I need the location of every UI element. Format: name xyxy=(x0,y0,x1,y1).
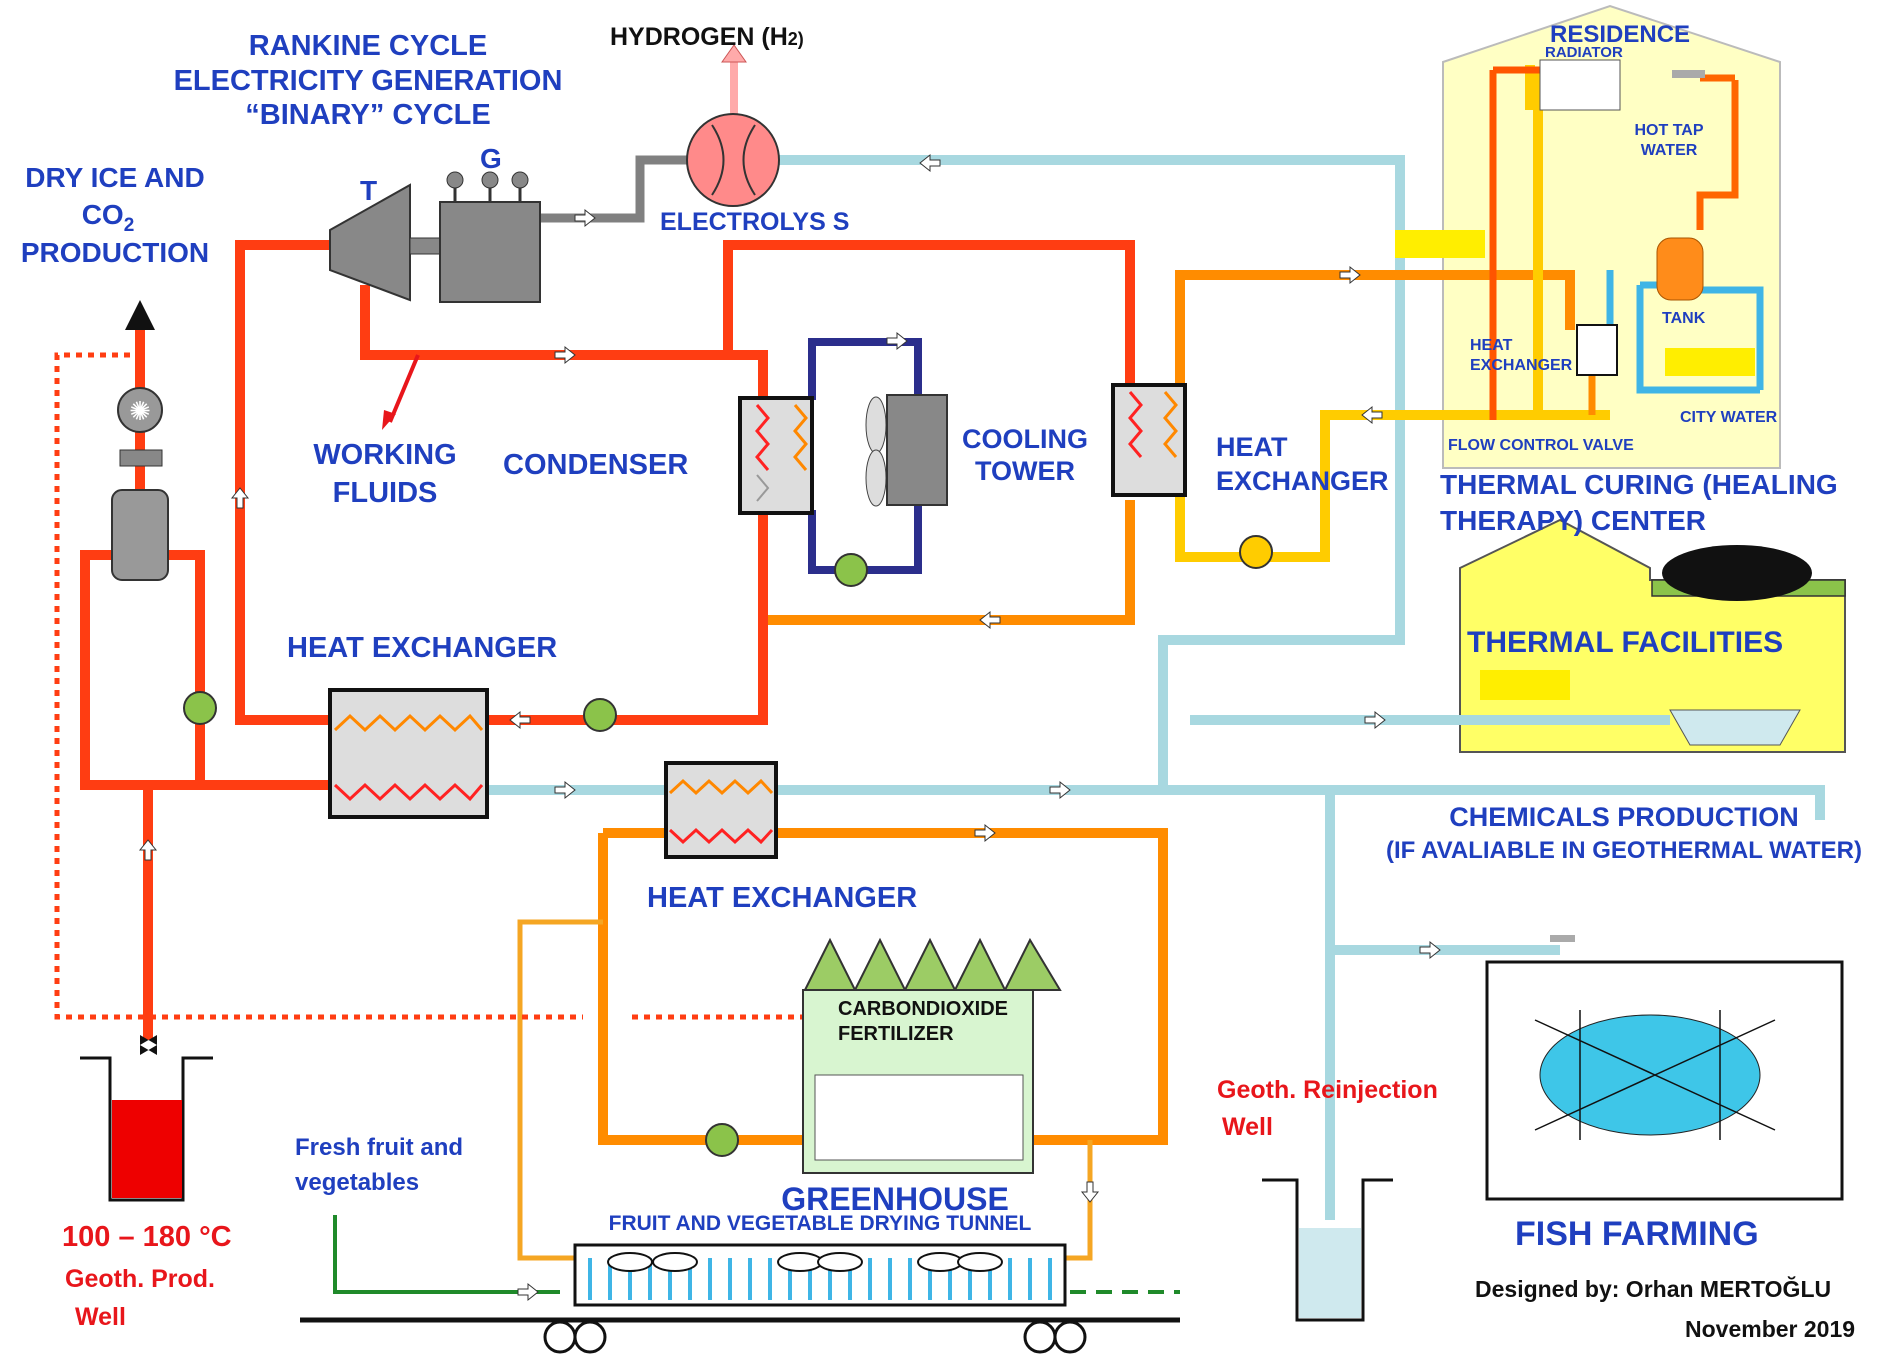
turbine-label: T xyxy=(360,175,377,206)
tap-unit xyxy=(1672,70,1705,78)
drying-tunnel-unit xyxy=(300,1245,1180,1352)
rankine-title-line3: “BINARY” CYCLE xyxy=(245,99,490,131)
rankine-title-line2: ELECTRICITY GENERATION xyxy=(174,65,563,97)
tank-unit xyxy=(1657,238,1703,300)
svg-text:✺: ✺ xyxy=(129,396,151,426)
fish-farming-label: FISH FARMING xyxy=(1515,1215,1759,1253)
fresh-produce-line xyxy=(335,1215,560,1292)
heat-exchanger-lower-label: HEAT EXCHANGER xyxy=(647,882,917,914)
city-water-label: CITY WATER xyxy=(1680,409,1778,426)
cooling-tower-line2: TOWER xyxy=(975,456,1075,486)
hot-tap-line1: HOT TAP xyxy=(1634,122,1703,139)
greenhouse-unit xyxy=(803,940,1060,1173)
thermal-curing-line1: THERMAL CURING (HEALING xyxy=(1440,469,1838,500)
fresh-fruit-line1: Fresh fruit and xyxy=(295,1134,463,1161)
electrolysis-cell xyxy=(687,45,779,206)
drying-tunnel-label: FRUIT AND VEGETABLE DRYING TUNNEL xyxy=(609,1212,1032,1235)
radiator-label: RADIATOR xyxy=(1545,44,1623,61)
working-fluids-line1: WORKING xyxy=(313,439,456,471)
chemicals-line2: (IF AVALIABLE IN GEOTHERMAL WATER) xyxy=(1386,837,1862,864)
co2-label: CO2 xyxy=(82,199,135,236)
generator xyxy=(440,172,540,302)
prod-well-line1: Geoth. Prod. xyxy=(65,1265,215,1293)
heat-exchanger-lower-unit xyxy=(666,763,776,857)
designer-line1: Designed by: Orhan MERTOĞLU xyxy=(1475,1275,1831,1302)
heat-exchanger-mid-label: HEAT EXCHANGER xyxy=(287,632,557,664)
fresh-fruit-line2: vegetables xyxy=(295,1169,419,1196)
working-fluids-line2: FLUIDS xyxy=(333,477,438,509)
heat-exchanger-right-line2: EXCHANGER xyxy=(1216,466,1389,496)
radiator-unit xyxy=(1540,60,1620,110)
res-heat-exchanger-line1: HEAT xyxy=(1470,337,1513,354)
res-heat-exchanger-line2: EXCHANGER xyxy=(1470,357,1573,374)
prod-well-line2: Well xyxy=(75,1303,126,1331)
cooling-tower-line1: COOLING xyxy=(962,424,1088,454)
condenser-label: CONDENSER xyxy=(503,449,688,481)
co2-fertilizer-line1: CARBONDIOXIDE xyxy=(838,998,1008,1020)
generator-label: G xyxy=(480,143,502,174)
reinjection-line1: Geoth. Reinjection xyxy=(1217,1076,1438,1104)
heat-exchanger-right-line1: HEAT xyxy=(1216,432,1288,462)
hydrogen-label: HYDROGEN (H2) xyxy=(610,23,804,51)
electrolysis-label: ELECTROLYS S xyxy=(660,208,849,236)
hot-tap-line2: WATER xyxy=(1641,142,1698,159)
co2-fertilizer-line2: FERTILIZER xyxy=(838,1023,954,1045)
thermal-curing-line2: THERAPY) CENTER xyxy=(1440,505,1706,536)
dry-ice-line1: DRY ICE AND xyxy=(25,162,204,193)
production-well xyxy=(80,1035,213,1200)
tank-label: TANK xyxy=(1662,310,1706,327)
heat-exchanger-mid-unit xyxy=(330,690,487,817)
heat-exchanger-right-unit xyxy=(1113,385,1185,495)
flow-control-label: FLOW CONTROL VALVE xyxy=(1448,437,1634,454)
designer-line2: November 2019 xyxy=(1685,1316,1855,1342)
rankine-title-line1: RANKINE CYCLE xyxy=(249,30,487,62)
thermal-facilities-label: THERMAL FACILITIES xyxy=(1467,626,1783,659)
turbine xyxy=(330,185,440,300)
reinjection-line2: Well xyxy=(1222,1113,1273,1141)
dry-ice-line3: PRODUCTION xyxy=(21,237,209,268)
fish-farm-pond xyxy=(1487,935,1842,1199)
condenser-unit xyxy=(740,395,947,513)
temperature-label: 100 – 180 °C xyxy=(62,1221,232,1253)
chemicals-line1: CHEMICALS PRODUCTION xyxy=(1449,802,1799,832)
